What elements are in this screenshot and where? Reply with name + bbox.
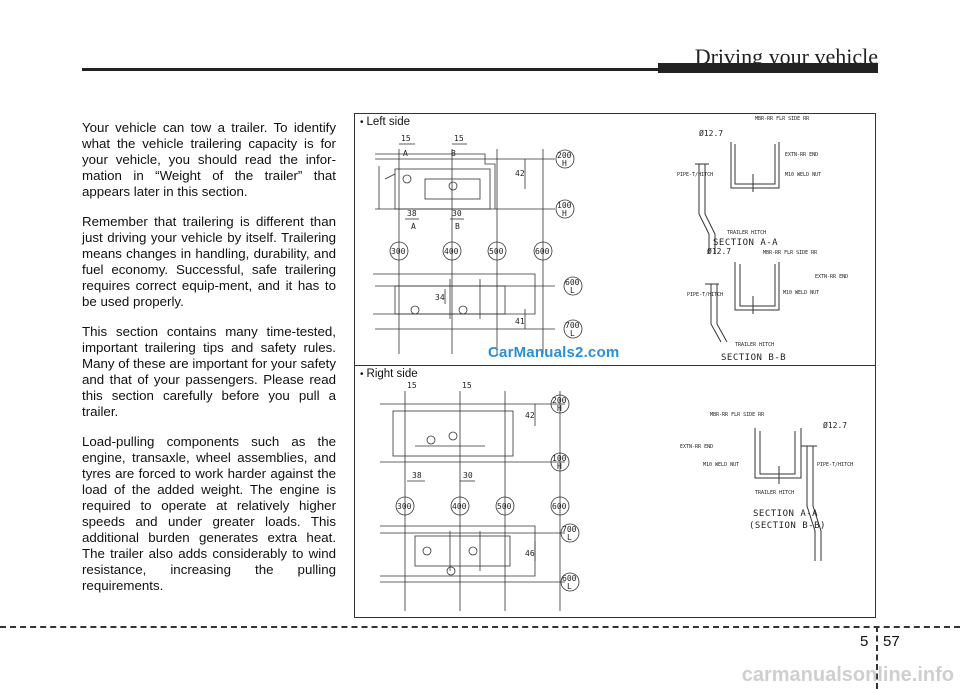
right-side-panel: •Right side [355, 366, 875, 617]
dim-mid-2: 30 [452, 209, 462, 218]
circle-side-600: 600 [565, 278, 580, 287]
circle-label-500: 500 [489, 247, 504, 256]
dim-top-2: 15 [462, 381, 472, 390]
footer-watermark: carmanualsonline.info [741, 664, 954, 686]
right-side-drawing: 15 15 38 30 42 46 300 400 500 600 200 H … [380, 381, 853, 611]
circle-side-700: 700 [565, 321, 580, 330]
header-thick-bar [658, 63, 878, 73]
circle-side-200-h: H [562, 159, 567, 168]
circle-label-300: 300 [391, 247, 406, 256]
circle-label-600: 600 [535, 247, 550, 256]
circle-side-200-h: H [557, 404, 562, 413]
circle-label-400: 400 [444, 247, 459, 256]
paragraph-2: Remember that trailering is different th… [82, 214, 336, 309]
paragraph-3: This section contains many time-tested, … [82, 324, 336, 419]
callout-nut: M10 WELD NUT [703, 462, 739, 468]
circle-side-600-l: L [570, 286, 575, 295]
callout-b-nut: M10 WELD NUT [783, 290, 819, 296]
callout-pipe: PIPE-T/HITCH [817, 462, 853, 468]
dim-mid-2: 30 [463, 471, 473, 480]
bullet-icon: • [360, 369, 364, 380]
paragraph-4: Load-pulling components such as the engi… [82, 434, 336, 593]
circle-side-700: 700 [562, 525, 577, 534]
diameter-b: Ø12.7 [707, 246, 731, 256]
footer-dashed-rule [0, 626, 960, 628]
paragraph-1: Your vehicle can tow a trailer. To ident… [82, 120, 336, 199]
callout-hitch: TRAILER HITCH [755, 490, 794, 496]
callout-b-pipe: PIPE-T/HITCH [687, 292, 723, 298]
circle-side-700-l: L [570, 329, 575, 338]
circle-label-600: 600 [552, 502, 567, 511]
circle-label-500: 500 [497, 502, 512, 511]
right-side-label-text: Right side [366, 368, 418, 380]
section-caption-1: SECTION A-A [753, 509, 818, 519]
dim-vert-3: 41 [515, 317, 525, 326]
circle-side-200: 200 [552, 396, 567, 405]
circle-side-200: 200 [557, 151, 572, 160]
callout-extn: EXTN-RR END [680, 444, 713, 450]
circle-side-600: 600 [562, 574, 577, 583]
footer-dashed-divider [876, 626, 878, 689]
callout-a-mbr: MBR-RR FLR SIDE RR [755, 116, 810, 122]
dim-vert-1: 42 [515, 169, 525, 178]
left-side-label: •Left side [360, 116, 410, 128]
dim-vert-2: 34 [435, 293, 445, 302]
circle-side-700-l: L [567, 533, 572, 542]
left-side-drawing: 15 15 38 30 42 34 41 A B A B 300 400 500… [373, 116, 848, 363]
callout-a-pipe: PIPE-T/HITCH [677, 172, 713, 178]
diameter-a: Ø12.7 [699, 128, 723, 138]
circle-side-100: 100 [552, 454, 567, 463]
section-mark-b-top: B [451, 149, 456, 158]
section-b-caption: SECTION B-B [721, 353, 786, 363]
dim-vert-2: 46 [525, 549, 535, 558]
left-side-panel: •Left side [355, 114, 875, 366]
dim-mid-1: 38 [412, 471, 422, 480]
dim-top-2: 15 [454, 134, 464, 143]
section-caption-2: (SECTION B-B) [749, 521, 826, 531]
body-text-column: Your vehicle can tow a trailer. To ident… [82, 120, 336, 608]
bullet-icon: • [360, 117, 364, 128]
callout-b-hitch: TRAILER HITCH [735, 342, 774, 348]
circle-side-100-h: H [562, 209, 567, 218]
header-rule [82, 68, 658, 71]
section-a-caption: SECTION A-A [713, 238, 778, 248]
chapter-number: 5 [860, 633, 869, 650]
dim-top-1: 15 [401, 134, 411, 143]
dim-top-1: 15 [407, 381, 417, 390]
circle-label-400: 400 [452, 502, 467, 511]
circle-side-100-h: H [557, 462, 562, 471]
section-mark-a-bottom: A [411, 222, 416, 231]
circle-side-100: 100 [557, 201, 572, 210]
diameter: Ø12.7 [823, 420, 847, 430]
section-mark-a-top: A [403, 149, 408, 158]
callout-mbr: MBR-RR FLR SIDE RR [710, 412, 765, 418]
right-side-label: •Right side [360, 368, 418, 380]
page-number: 57 [883, 633, 900, 650]
callout-b-extn: EXTN-RR END [815, 274, 848, 280]
dim-vert-1: 42 [525, 411, 535, 420]
section-mark-b-bottom: B [455, 222, 460, 231]
callout-b-mbr: MBR-RR FLR SIDE RR [763, 250, 818, 256]
left-side-label-text: Left side [366, 116, 410, 128]
callout-a-hitch: TRAILER HITCH [727, 230, 766, 236]
dim-mid-1: 38 [407, 209, 417, 218]
callout-a-extn: EXTN-RR END [785, 152, 818, 158]
trailer-hitch-diagram: •Left side [354, 113, 876, 618]
callout-a-nut: M10 WELD NUT [785, 172, 821, 178]
carmanuals-watermark: CarManuals2.com [488, 344, 620, 361]
circle-label-300: 300 [397, 502, 412, 511]
circle-side-600-l: L [567, 582, 572, 591]
